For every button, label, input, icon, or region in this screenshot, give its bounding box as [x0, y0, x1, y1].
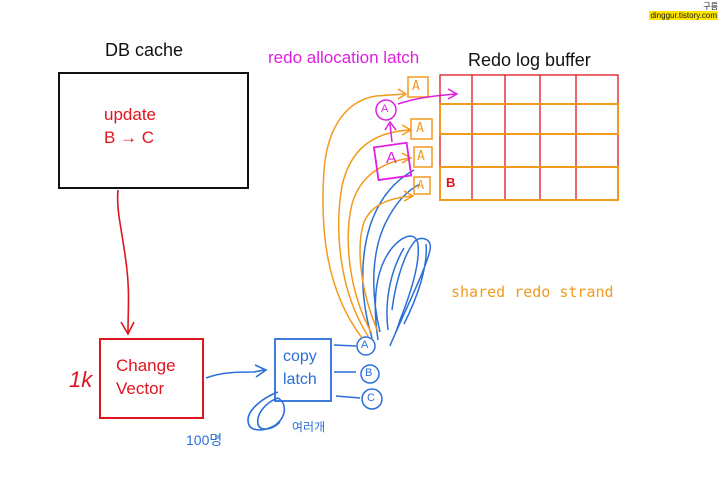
orange-a-label-2: A — [416, 121, 424, 136]
buffer-cell-b-label: B — [446, 175, 456, 190]
orange-a-box-4 — [413, 176, 431, 195]
redo-log-buffer-grid — [439, 74, 619, 201]
blue-arrow-cv — [205, 369, 265, 379]
watermark-name: 구름 — [703, 2, 718, 11]
redo-allocation-latch-label: redo allocation latch — [268, 48, 420, 67]
blue-loop-scribble — [247, 391, 286, 431]
copy-latch-box — [274, 338, 332, 402]
blue-strand-to-buffer-2 — [373, 183, 421, 333]
node-a-circle — [356, 336, 376, 356]
copy-latch-count: 여러개 — [292, 420, 326, 434]
orange-a-label-4: A — [417, 178, 425, 192]
change-vector-box — [99, 338, 204, 419]
blue-strand-scribble — [374, 235, 432, 347]
orange-a-label-3: A — [417, 149, 425, 164]
red-arrow — [116, 189, 130, 333]
blue-strand-to-buffer — [361, 169, 415, 339]
shared-redo-strand-label: shared redo strand — [451, 283, 614, 301]
orange-a-label-1: A — [412, 79, 420, 94]
blog-watermark: 구름 dinggur.tistory.com — [649, 2, 718, 20]
db-cache-change-label: B → C — [104, 128, 155, 147]
magenta-arrow-right — [397, 88, 459, 105]
orange-a-box-1 — [407, 76, 429, 98]
node-b-circle — [360, 364, 380, 384]
db-cache-box — [58, 72, 249, 189]
copy-latch-line1: copy — [283, 348, 317, 365]
buffer-row-highlight-2 — [439, 166, 619, 201]
orange-arrow-2 — [338, 129, 411, 337]
orange-arrow-4 — [359, 195, 413, 333]
orange-a-box-2 — [410, 118, 433, 140]
node-c-label: C — [367, 392, 375, 404]
magenta-a-circle — [375, 99, 397, 121]
magenta-arrow-up — [384, 120, 397, 143]
magenta-a-box — [372, 141, 413, 182]
orange-arrow-1 — [322, 93, 405, 339]
node-a-label: A — [361, 339, 369, 351]
blue-arrow-to-c — [335, 395, 361, 399]
orange-arrow-3 — [347, 157, 411, 335]
orange-arrowhead-1 — [397, 88, 408, 100]
orange-arrowhead-4 — [403, 190, 415, 202]
change-vector-size: 1k — [69, 367, 93, 392]
redo-log-buffer-title: Redo log buffer — [468, 50, 591, 70]
db-cache-title: DB cache — [105, 40, 184, 60]
blue-arrowhead-cv — [254, 364, 268, 378]
blue-arrow-to-a — [333, 344, 357, 347]
orange-a-box-3 — [413, 146, 433, 168]
magenta-a-box-label: A — [386, 150, 397, 167]
watermark-url: dinggur.tistory.com — [649, 11, 718, 20]
red-arrowhead — [120, 321, 135, 336]
buffer-row-highlight-1 — [439, 103, 619, 135]
db-cache-update-label: update — [104, 105, 156, 124]
node-c-circle — [361, 388, 383, 410]
node-b-label: B — [365, 367, 373, 379]
change-vector-line2: Vector — [116, 379, 165, 398]
change-vector-line1: Change — [116, 356, 176, 375]
magenta-a-circle-label: A — [381, 103, 389, 115]
copy-latch-users: 100명 — [186, 432, 223, 448]
copy-latch-line2: latch — [283, 371, 317, 388]
orange-arrowhead-3 — [401, 152, 413, 164]
